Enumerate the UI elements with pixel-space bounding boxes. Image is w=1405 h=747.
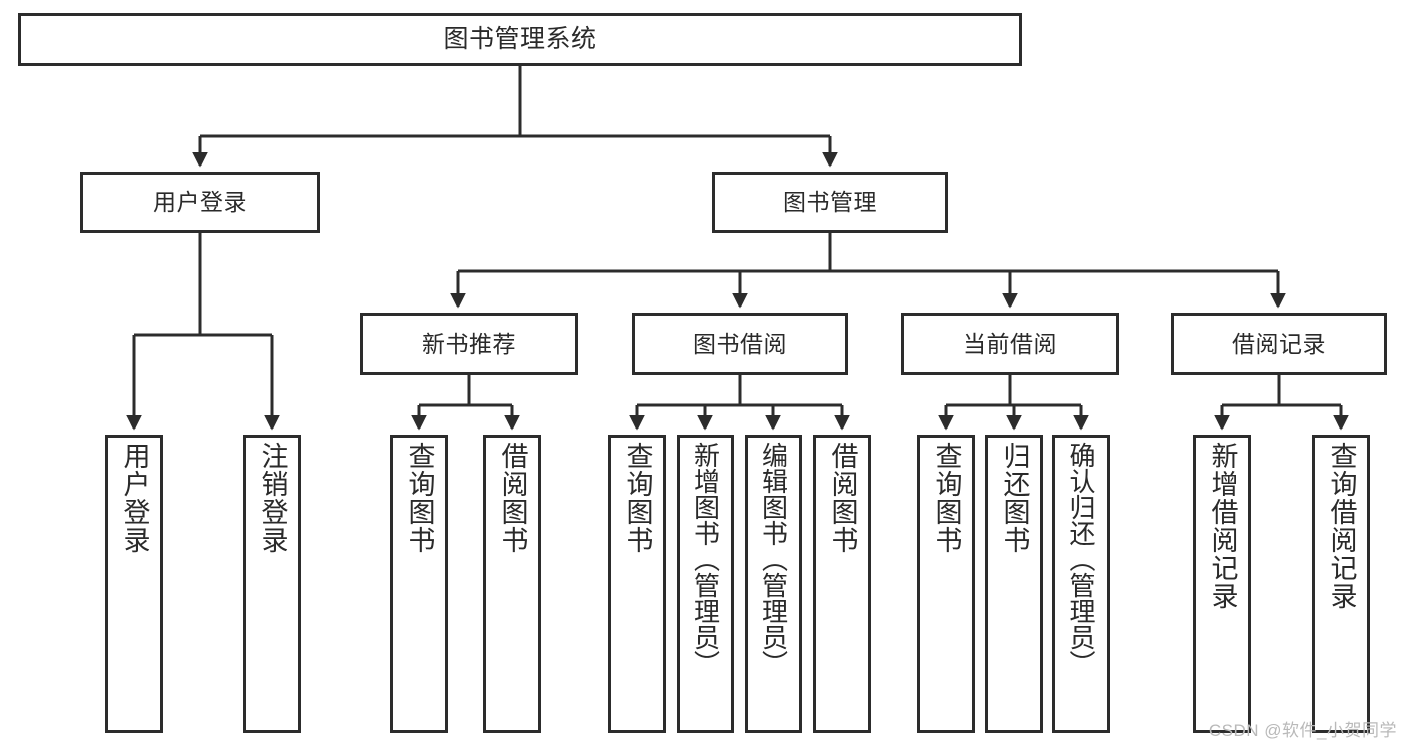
node-leaf-logout[interactable]: 注销登录 [243, 435, 301, 733]
node-leaf-query-borrow-record[interactable]: 查询借阅记录 [1312, 435, 1370, 733]
node-leaf-query-book-borrow-label: 查询图书 [622, 442, 653, 554]
node-leaf-add-book-admin[interactable]: 新增图书（管理员） [677, 435, 734, 733]
node-leaf-user-login-label: 用户登录 [119, 442, 150, 554]
node-leaf-edit-book-admin[interactable]: 编辑图书（管理员） [745, 435, 802, 733]
node-leaf-query-book-current-label: 查询图书 [931, 442, 962, 554]
node-leaf-add-book-admin-label: 新增图书（管理员） [690, 442, 721, 676]
node-book-borrow-label: 图书借阅 [693, 330, 787, 357]
node-leaf-query-book-recommend-label: 查询图书 [404, 442, 435, 554]
node-root-label: 图书管理系统 [443, 25, 597, 53]
node-leaf-query-borrow-record-label: 查询借阅记录 [1326, 442, 1357, 610]
node-leaf-return-book-label: 归还图书 [999, 442, 1030, 554]
node-new-book-recommend-label: 新书推荐 [422, 330, 516, 357]
node-leaf-user-login[interactable]: 用户登录 [105, 435, 163, 733]
node-new-book-recommend[interactable]: 新书推荐 [360, 313, 578, 375]
node-borrow-record-label: 借阅记录 [1232, 330, 1326, 357]
node-book-manage[interactable]: 图书管理 [712, 172, 948, 233]
node-book-borrow[interactable]: 图书借阅 [632, 313, 848, 375]
node-leaf-borrow-book-recommend-label: 借阅图书 [497, 442, 528, 554]
node-user-login-label: 用户登录 [153, 189, 247, 216]
node-leaf-borrow-book[interactable]: 借阅图书 [813, 435, 871, 733]
node-leaf-query-book-borrow[interactable]: 查询图书 [608, 435, 666, 733]
node-leaf-add-borrow-record-label: 新增借阅记录 [1207, 442, 1238, 610]
node-current-borrow-label: 当前借阅 [963, 330, 1057, 357]
node-leaf-query-book-recommend[interactable]: 查询图书 [390, 435, 448, 733]
node-leaf-query-book-current[interactable]: 查询图书 [917, 435, 975, 733]
node-root[interactable]: 图书管理系统 [18, 13, 1022, 66]
node-leaf-return-book[interactable]: 归还图书 [985, 435, 1043, 733]
node-leaf-logout-label: 注销登录 [257, 442, 288, 554]
node-current-borrow[interactable]: 当前借阅 [901, 313, 1119, 375]
node-user-login[interactable]: 用户登录 [80, 172, 320, 233]
node-leaf-edit-book-admin-label: 编辑图书（管理员） [758, 442, 789, 676]
node-leaf-borrow-book-label: 借阅图书 [827, 442, 858, 554]
node-leaf-confirm-return-admin[interactable]: 确认归还（管理员） [1052, 435, 1110, 733]
node-leaf-borrow-book-recommend[interactable]: 借阅图书 [483, 435, 541, 733]
node-leaf-add-borrow-record[interactable]: 新增借阅记录 [1193, 435, 1251, 733]
node-borrow-record[interactable]: 借阅记录 [1171, 313, 1387, 375]
node-leaf-confirm-return-admin-label: 确认归还（管理员） [1066, 442, 1096, 676]
node-book-manage-label: 图书管理 [783, 189, 877, 216]
